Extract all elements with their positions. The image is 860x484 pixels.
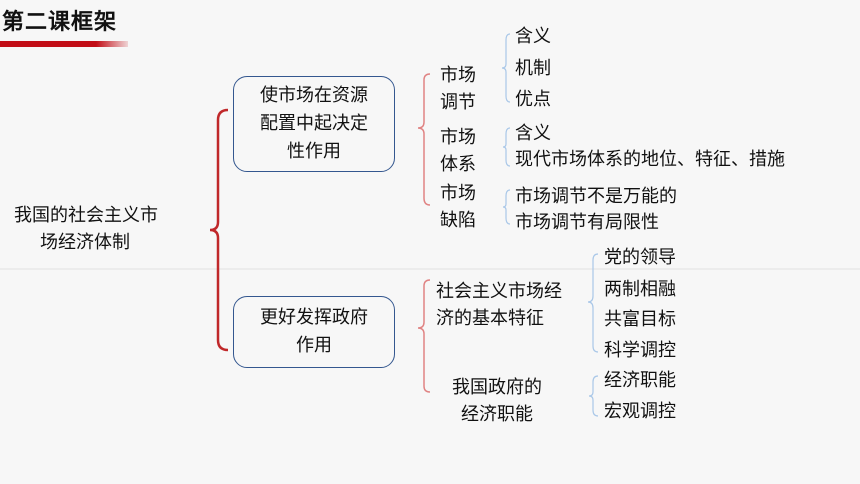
- title-underline: [0, 41, 128, 47]
- list-item: 宏观调控: [604, 401, 676, 422]
- list-item: 含义: [515, 26, 551, 47]
- group3-bracket: [502, 189, 511, 225]
- group-label-line: 我国政府的: [452, 377, 542, 398]
- group-market-system: 市场 体系: [440, 124, 476, 178]
- branch1-box: 使市场在资源 配置中起决定 性作用: [233, 76, 395, 172]
- root-bracket: [209, 108, 229, 352]
- list-item: 市场调节有局限性: [515, 212, 659, 233]
- group-label-line: 调节: [440, 92, 476, 113]
- branch1-line-3: 性作用: [287, 141, 341, 162]
- list-item: 含义: [515, 123, 551, 144]
- divider-line: [0, 268, 860, 270]
- list-item: 共富目标: [604, 309, 676, 330]
- list-item: 两制相融: [604, 279, 676, 300]
- branch1-bracket: [417, 73, 431, 206]
- list-item: 市场调节不是万能的: [515, 186, 677, 207]
- group-label-line: 缺陷: [440, 210, 476, 231]
- group-label-line: 经济职能: [461, 404, 533, 425]
- root-line-2: 场经济体制: [40, 232, 130, 253]
- list-item: 科学调控: [604, 340, 676, 361]
- page-title: 第二课框架: [2, 10, 118, 35]
- branch2-line-1: 更好发挥政府: [260, 307, 368, 328]
- branch2-line-2: 作用: [296, 335, 332, 356]
- group-market-defect: 市场 缺陷: [440, 180, 476, 234]
- branch1-line-2: 配置中起决定: [260, 113, 368, 134]
- group-label-line: 市场: [440, 183, 476, 204]
- list-item: 现代市场体系的地位、特征、措施: [515, 149, 785, 170]
- list-item: 机制: [515, 58, 551, 79]
- root-line-1: 我国的社会主义市: [14, 205, 158, 226]
- group-label-line: 社会主义市场经: [436, 281, 562, 302]
- group-label-line: 市场: [440, 127, 476, 148]
- group5-bracket: [588, 375, 599, 417]
- group-label-line: 体系: [440, 154, 476, 175]
- root-node: 我国的社会主义市 场经济体制: [14, 202, 158, 256]
- branch2-bracket: [417, 279, 431, 393]
- group-economic-functions: 我国政府的 经济职能: [452, 374, 542, 428]
- group-label-line: 市场: [440, 65, 476, 86]
- group-market-regulation: 市场 调节: [440, 62, 476, 116]
- branch2-box: 更好发挥政府 作用: [233, 296, 395, 368]
- list-item: 经济职能: [604, 370, 676, 391]
- list-item: 党的领导: [604, 247, 676, 268]
- group-basic-features: 社会主义市场经 济的基本特征: [436, 278, 562, 332]
- list-item: 优点: [515, 89, 551, 110]
- group1-bracket: [501, 33, 511, 103]
- group4-bracket: [587, 253, 599, 353]
- group2-bracket: [502, 127, 511, 167]
- group-label-line: 济的基本特征: [436, 308, 544, 329]
- branch1-line-1: 使市场在资源: [260, 85, 368, 106]
